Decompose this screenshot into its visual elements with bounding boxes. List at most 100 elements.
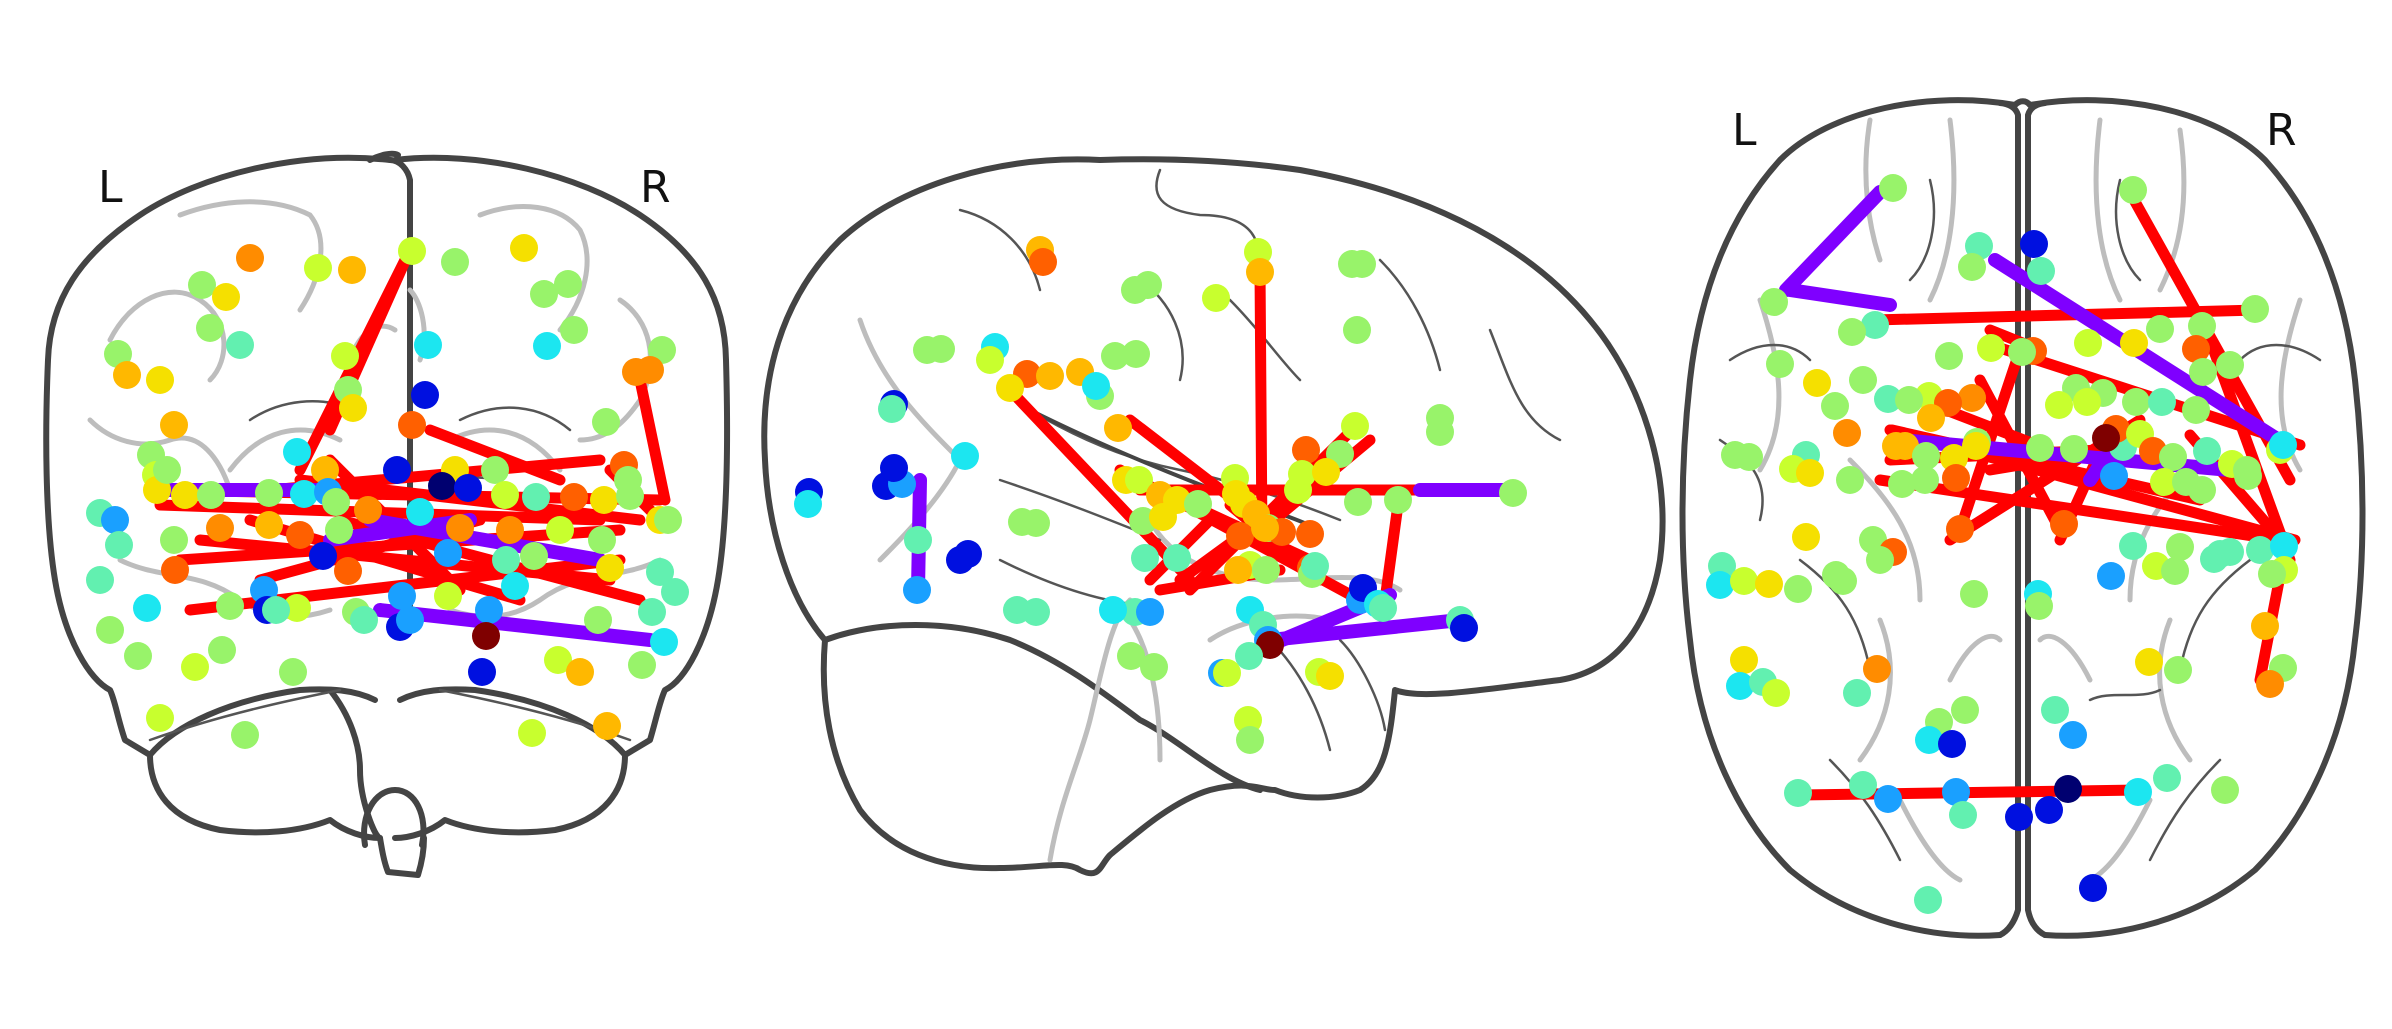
region-node	[1369, 594, 1397, 622]
region-node	[1958, 253, 1986, 281]
region-node	[661, 578, 689, 606]
region-node	[2097, 562, 2125, 590]
region-node	[1117, 642, 1145, 670]
region-node	[396, 606, 424, 634]
region-node	[475, 596, 503, 624]
coronal-view: L R	[43, 150, 731, 878]
region-node	[197, 481, 225, 509]
region-node	[1960, 580, 1988, 608]
region-node	[105, 531, 133, 559]
region-node	[1136, 598, 1164, 626]
region-node	[388, 582, 416, 610]
region-node	[446, 514, 474, 542]
region-node	[951, 442, 979, 470]
region-node	[794, 490, 822, 518]
region-node	[1792, 523, 1820, 551]
region-node	[1915, 726, 1943, 754]
region-node	[1949, 801, 1977, 829]
region-node	[2166, 533, 2194, 561]
region-node	[398, 411, 426, 439]
region-node	[1958, 384, 1986, 412]
region-node	[1726, 672, 1754, 700]
region-node	[2161, 557, 2189, 585]
region-node	[1762, 679, 1790, 707]
region-node	[2050, 510, 2078, 538]
region-node	[311, 456, 339, 484]
region-node	[428, 472, 456, 500]
region-node	[2020, 230, 2048, 258]
region-node	[286, 521, 314, 549]
region-node	[596, 554, 624, 582]
region-node	[104, 340, 132, 368]
region-node	[1104, 414, 1132, 442]
region-node	[146, 704, 174, 732]
region-node	[1935, 342, 1963, 370]
coronal-right-hemisphere-label: R	[640, 162, 671, 213]
connection-edge	[323, 513, 477, 547]
region-node	[2045, 391, 2073, 419]
region-node	[2241, 295, 2269, 323]
region-node	[628, 651, 656, 679]
region-node	[533, 332, 561, 360]
region-node	[1036, 362, 1064, 390]
region-node	[309, 542, 337, 570]
region-node	[161, 556, 189, 584]
connection-edge	[1004, 384, 1196, 586]
region-node	[1252, 556, 1280, 584]
region-node	[354, 496, 382, 524]
region-node	[1296, 520, 1324, 548]
region-node	[231, 721, 259, 749]
region-node	[481, 456, 509, 484]
region-node	[334, 557, 362, 585]
region-node	[546, 516, 574, 544]
region-node	[880, 454, 908, 482]
region-node	[226, 331, 254, 359]
region-node	[2124, 778, 2152, 806]
region-node	[188, 271, 216, 299]
region-node	[86, 566, 114, 594]
region-node	[904, 526, 932, 554]
region-node	[1833, 419, 1861, 447]
region-node	[501, 572, 529, 600]
region-node	[1140, 653, 1168, 681]
connection-edge	[1874, 474, 2286, 546]
region-node	[2054, 775, 2082, 803]
region-node	[1341, 412, 1369, 440]
region-node	[592, 408, 620, 436]
region-node	[530, 280, 558, 308]
axial-brain-outline	[1679, 97, 2366, 939]
region-node	[322, 488, 350, 516]
region-node	[510, 234, 538, 262]
region-node	[1874, 385, 1902, 413]
region-node	[903, 576, 931, 604]
region-node	[1213, 659, 1241, 687]
region-node	[1099, 596, 1127, 624]
region-node	[2182, 396, 2210, 424]
region-node	[2256, 670, 2284, 698]
region-node	[2148, 388, 2176, 416]
region-node	[996, 374, 1024, 402]
region-node	[1022, 598, 1050, 626]
region-node	[518, 719, 546, 747]
region-node	[2258, 560, 2286, 588]
region-node	[1755, 570, 1783, 598]
sagittal-connection-edges	[911, 264, 1526, 652]
region-node	[2193, 437, 2221, 465]
connection-edge	[424, 424, 566, 486]
region-node	[1796, 459, 1824, 487]
region-node	[1911, 466, 1939, 494]
sagittal-view	[761, 156, 1666, 877]
coronal-region-nodes	[86, 234, 689, 749]
region-node	[2246, 536, 2274, 564]
coronal-left-hemisphere-label: L	[98, 162, 123, 213]
region-node	[468, 658, 496, 686]
region-node	[2059, 721, 2087, 749]
region-node	[878, 395, 906, 423]
region-node	[520, 542, 548, 570]
region-node	[2119, 532, 2147, 560]
region-node	[1246, 258, 1274, 286]
region-node	[1131, 544, 1159, 572]
region-node	[255, 511, 283, 539]
region-node	[411, 381, 439, 409]
